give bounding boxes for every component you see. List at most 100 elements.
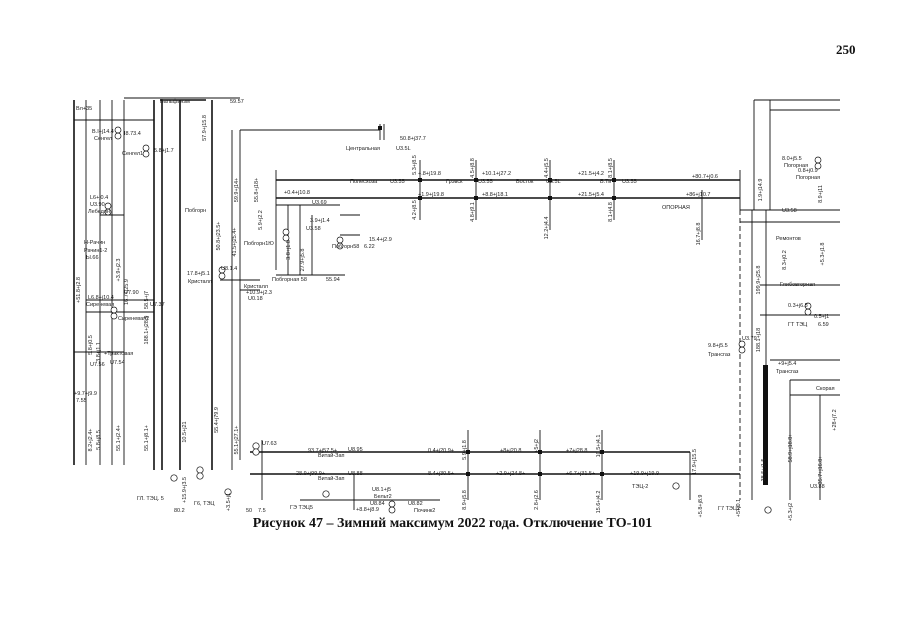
diagram-label: +8+j20.8 bbox=[500, 448, 521, 454]
diagram-vertical-label: 2.8+j2.6 bbox=[534, 490, 540, 510]
transformer-icon bbox=[252, 442, 260, 450]
diagram-label: Вл+35 bbox=[76, 106, 92, 112]
transformer-icon bbox=[196, 466, 204, 474]
diagram-label: U3.55 bbox=[622, 179, 637, 185]
diagram-label: Г6, ТЭЦ bbox=[194, 501, 214, 507]
diagram-label: +Трактовая bbox=[104, 351, 133, 357]
diagram-label: +21.5+j5.4 bbox=[578, 192, 604, 198]
diagram-label: U8.82 bbox=[408, 501, 423, 507]
diagram-vertical-label: 58.9+j18.8+ bbox=[788, 433, 794, 462]
diagram-label: 0.4+j20.9+ bbox=[428, 448, 454, 454]
diagram-vertical-label: 59.9+j14+ bbox=[234, 178, 240, 202]
diagram-label: L6.8+j10.4 bbox=[88, 295, 114, 301]
diagram-label: +80.7+j0.6 bbox=[692, 174, 718, 180]
transformer-icon bbox=[804, 308, 812, 316]
transformer-icon bbox=[814, 156, 822, 164]
diagram-label: +0.4+j10.8 bbox=[284, 190, 310, 196]
diagram-label: 28.9+j99.9+ bbox=[296, 471, 325, 477]
diagram-label: Погорная bbox=[796, 175, 820, 181]
transformer-icon bbox=[252, 448, 260, 456]
diagram-label: Грэвск bbox=[446, 179, 463, 185]
diagram-label: Витай-Зап bbox=[318, 452, 345, 459]
diagram-label: Починк2 bbox=[414, 508, 435, 514]
diagram-vertical-label: 16.7+j8.8 bbox=[696, 223, 702, 246]
diagram-label: U7.90 bbox=[124, 290, 139, 296]
diagram-label: +9.7+j9.9 bbox=[74, 391, 97, 397]
diagram-label: 0.5+j1 bbox=[814, 314, 829, 320]
diagram-label: I8.73.4 bbox=[124, 131, 141, 137]
diagram-label: +.8+j19.8 bbox=[418, 171, 441, 177]
diagram-vertical-label: 8.1+j8.5 bbox=[608, 158, 614, 178]
diagram-vertical-label: 8.2+j2.4+ bbox=[88, 429, 94, 452]
diagram-label: Лебедин bbox=[88, 209, 110, 215]
diagram-vertical-label: 50.8+j23.5+ bbox=[216, 221, 222, 250]
transformer-icon bbox=[114, 132, 122, 140]
diagram-label: Побгорн58 bbox=[332, 244, 359, 250]
transformer-icon bbox=[282, 234, 290, 242]
diagram-vertical-label: 5.9+j1.8 bbox=[462, 440, 468, 460]
diagram-label: Центральная bbox=[346, 146, 380, 152]
diagram-label: Побгорная 58 bbox=[272, 277, 307, 283]
diagram-vertical-label: 8.9+j5.8 bbox=[462, 490, 468, 510]
diagram-label: 9.8+j5.5 bbox=[708, 343, 728, 349]
diagram-label: Вальфинзм bbox=[160, 99, 190, 105]
diagram-vertical-label: +5+j0.1 bbox=[736, 499, 742, 517]
diagram-label: U8.88 bbox=[348, 471, 363, 477]
diagram-label: U8.84 bbox=[370, 501, 385, 507]
diagram-label: 7.55 bbox=[76, 398, 87, 404]
diagram-label: Кристалл bbox=[188, 279, 212, 285]
diagram-label: Скорая bbox=[816, 386, 835, 392]
diagram-label: U7.54 bbox=[110, 360, 125, 366]
diagram-label: Г7 ТЭЦ2 bbox=[718, 506, 740, 512]
diagram-label: +10.1+j27.2 bbox=[482, 171, 511, 177]
diagram-label: Ремонтов bbox=[776, 236, 801, 242]
diagram-label: Бельт2 bbox=[374, 494, 392, 500]
diagram-label: ТЭЦ-2 bbox=[632, 484, 648, 490]
transformer-icon bbox=[196, 472, 204, 480]
diagram-label: Сиреневая2 bbox=[118, 316, 149, 322]
diagram-label: 8.4+j30.5+ bbox=[428, 471, 454, 477]
transformer-icon bbox=[814, 162, 822, 170]
diagram-label: Сенгел1 bbox=[122, 151, 143, 157]
diagram-vertical-label: 55.1+j2.4+ bbox=[116, 425, 122, 451]
transformer-icon bbox=[142, 144, 150, 152]
diagram-label: 8.0+j5.5 bbox=[782, 156, 802, 162]
diagram-label: Кристалл bbox=[244, 284, 268, 290]
diagram-label: Побгорн bbox=[185, 208, 206, 214]
diagram-label: U3.5L bbox=[546, 179, 561, 185]
diagram-vertical-label: 41.5+j25.4+ bbox=[232, 227, 238, 256]
diagram-label: +7+j28.8 bbox=[566, 448, 587, 454]
diagram-label: 0.8+j0.9 bbox=[798, 168, 818, 174]
diagram-label: Рачин1-2 bbox=[84, 248, 107, 254]
diagram-vertical-label: 5.9+j2.2 bbox=[258, 210, 264, 230]
diagram-label: 80.2 bbox=[174, 508, 185, 514]
diagram-vertical-label: 8.3+j0.2 bbox=[782, 250, 788, 270]
transformer-icon bbox=[738, 346, 746, 354]
diagram-label: Погорная bbox=[784, 163, 808, 169]
diagram-vertical-label: +3.5+j1 bbox=[226, 493, 232, 511]
diagram-label: U8.95 bbox=[348, 447, 363, 453]
diagram-vertical-label: 5.8+j8.5 bbox=[96, 430, 102, 450]
diagram-vertical-label: 8.9+j11 bbox=[818, 185, 824, 203]
diagram-label: U3.5L bbox=[396, 146, 411, 152]
transformer-icon bbox=[218, 272, 226, 280]
diagram-label: U3.55 bbox=[478, 179, 493, 185]
diagram-label: +21.5+j4.2 bbox=[578, 171, 604, 177]
diagram-label: Сенгел bbox=[94, 136, 112, 142]
diagram-vertical-label: 55.1+j8.1+ bbox=[144, 425, 150, 451]
diagram-label: Ы.66 bbox=[86, 255, 99, 261]
diagram-vertical-label: 188.1+j18 bbox=[756, 328, 762, 352]
diagram-label: Побгорн1Ю bbox=[244, 241, 274, 247]
diagram-vertical-label: 4.8+j9.1 bbox=[470, 202, 476, 222]
diagram-vertical-label: 57.9+j15.8 bbox=[202, 115, 208, 141]
diagram-label: Сиреневая bbox=[86, 302, 114, 308]
diagram-vertical-label: +28+j7.2 bbox=[832, 409, 838, 430]
diagram-vertical-label: 1.9+j14.9 bbox=[758, 179, 764, 202]
diagram-label: U3.55 bbox=[390, 179, 405, 185]
diagram-vertical-label: +3.9+j2.3 bbox=[116, 259, 122, 282]
diagram-label: ГЛ. ТЭЦ. 5 bbox=[137, 496, 164, 502]
diagram-label: 50 bbox=[246, 508, 252, 514]
diagram-label: Восток bbox=[516, 179, 534, 185]
diagram-vertical-label: +5+j2 bbox=[534, 439, 540, 453]
